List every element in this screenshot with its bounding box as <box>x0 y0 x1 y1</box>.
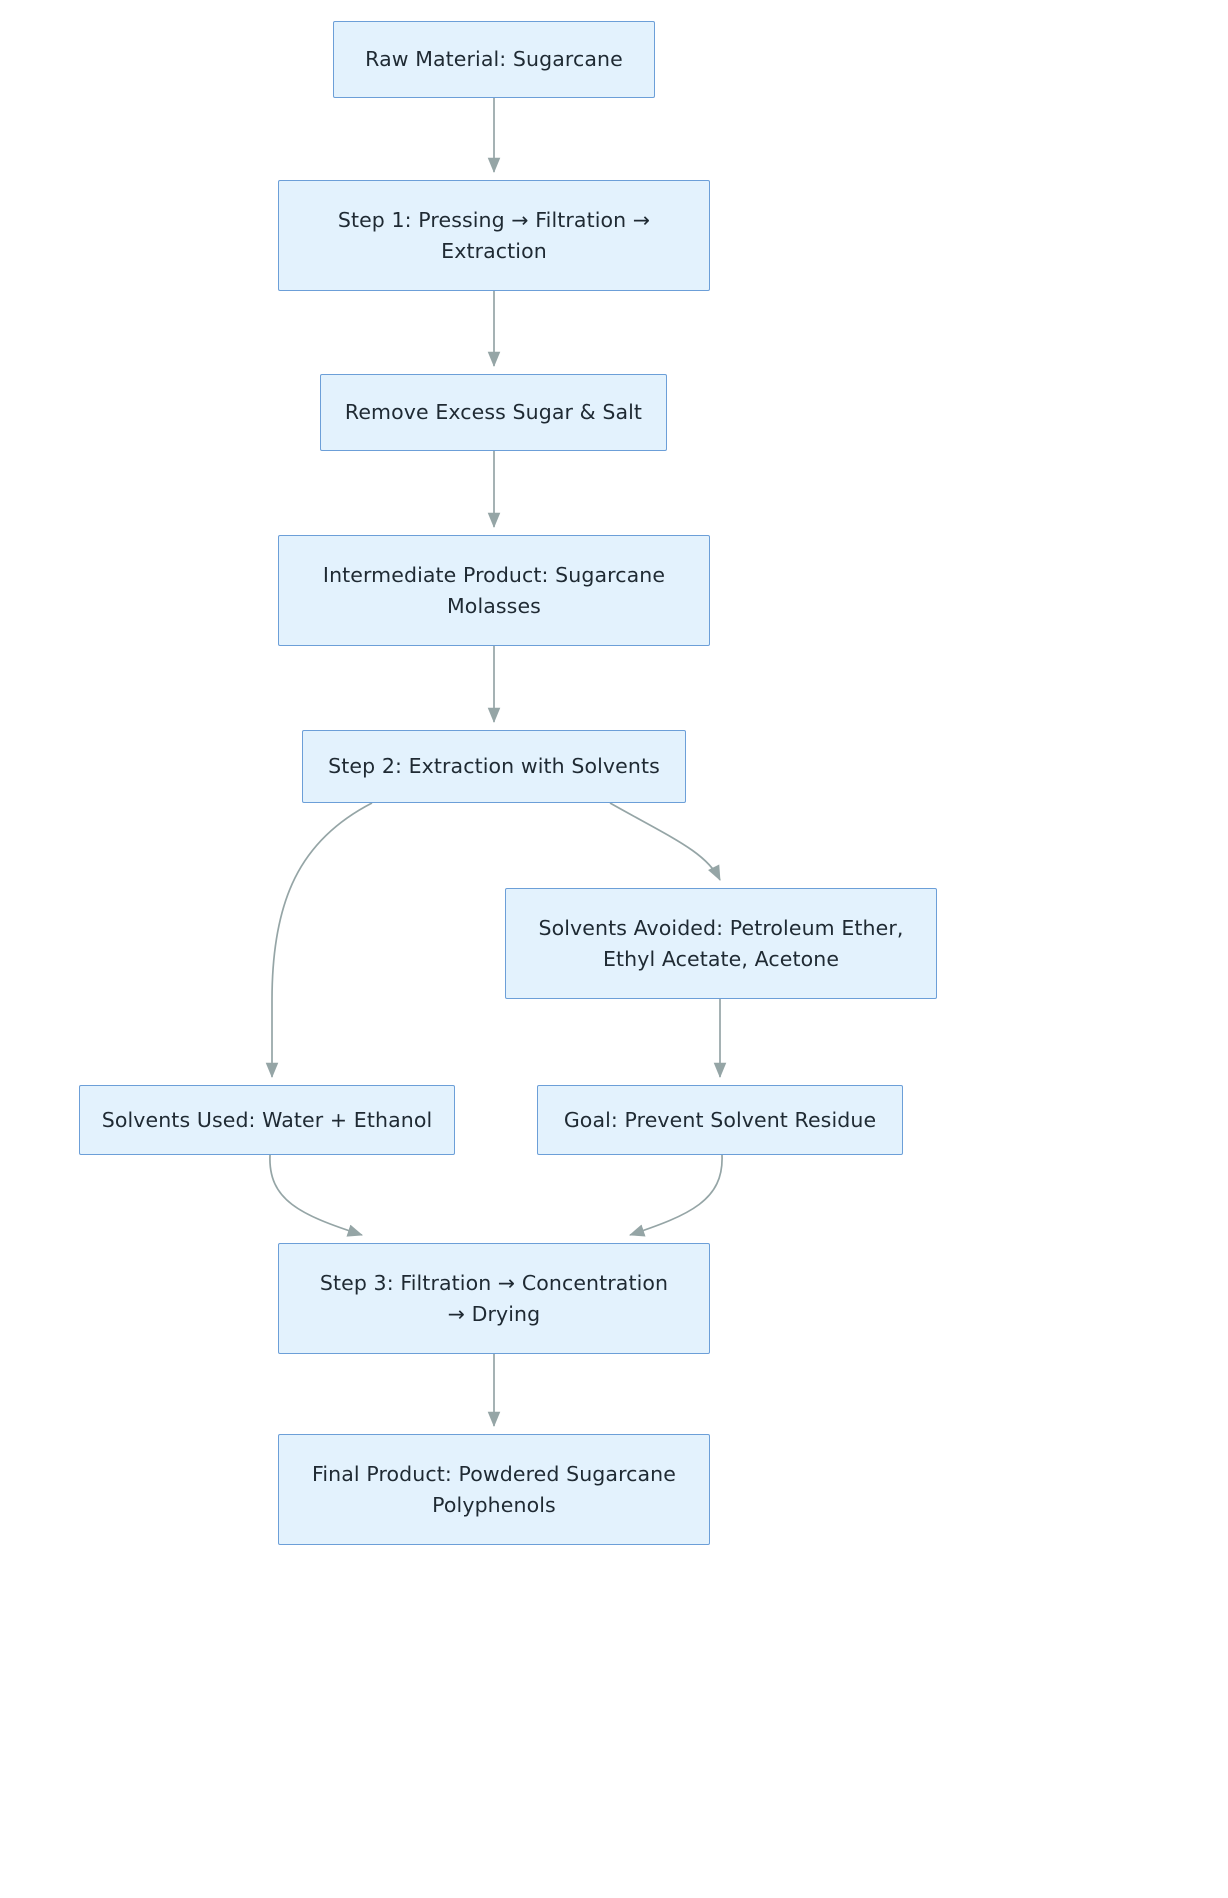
node-label-intermediate_product: Intermediate Product: Sugarcane Molasses <box>322 562 666 618</box>
node-label-step3: Step 3: Filtration → Concentration → Dry… <box>319 1270 669 1326</box>
node-label-goal_prevent_residue: Goal: Prevent Solvent Residue <box>563 1107 877 1132</box>
edge-solvents_used-to-step3 <box>269 1154 363 1237</box>
node-label-remove_sugar_salt: Remove Excess Sugar & Salt <box>344 400 643 424</box>
node-goal_prevent_residue[interactable]: Goal: Prevent Solvent Residue <box>537 1085 903 1155</box>
node-label-step1: Step 1: Pressing → Filtration → Extracti… <box>337 207 651 263</box>
node-step3[interactable]: Step 3: Filtration → Concentration → Dry… <box>278 1243 710 1354</box>
node-label-solvents_used: Solvents Used: Water + Ethanol <box>101 1107 433 1132</box>
node-remove_sugar_salt[interactable]: Remove Excess Sugar & Salt <box>320 374 667 451</box>
node-solvents_avoided[interactable]: Solvents Avoided: Petroleum Ether, Ethyl… <box>505 888 937 999</box>
node-label-final_product: Final Product: Powdered Sugarcane Polyph… <box>311 1461 676 1517</box>
node-raw_material[interactable]: Raw Material: Sugarcane <box>333 21 655 98</box>
node-step1[interactable]: Step 1: Pressing → Filtration → Extracti… <box>278 180 710 291</box>
node-label-step2: Step 2: Extraction with Solvents <box>328 754 660 778</box>
node-step2[interactable]: Step 2: Extraction with Solvents <box>302 730 686 803</box>
node-final_product[interactable]: Final Product: Powdered Sugarcane Polyph… <box>278 1434 710 1545</box>
node-intermediate_product[interactable]: Intermediate Product: Sugarcane Molasses <box>278 535 710 646</box>
edge-goal_prevent_residue-to-step3 <box>629 1154 723 1237</box>
node-label-solvents_avoided: Solvents Avoided: Petroleum Ether, Ethyl… <box>538 915 904 971</box>
node-solvents_used[interactable]: Solvents Used: Water + Ethanol <box>79 1085 455 1155</box>
node-label-raw_material: Raw Material: Sugarcane <box>365 47 623 71</box>
edge-step2-to-solvents_used <box>265 802 373 1079</box>
edge-step2-to-solvents_avoided <box>609 802 721 881</box>
